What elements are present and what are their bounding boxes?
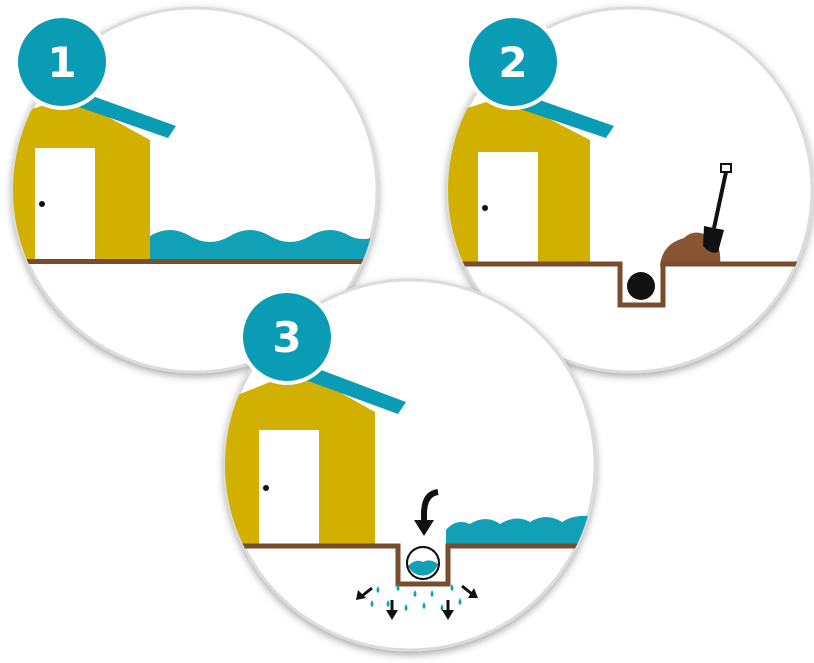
door-knob	[482, 205, 488, 211]
pipe-icon	[407, 547, 439, 579]
step-3-badge: 3	[241, 291, 333, 383]
door-knob	[263, 485, 269, 491]
step-2-badge: 2	[467, 16, 559, 108]
step-3-panel: 3	[225, 280, 600, 650]
step-1-badge: 1	[16, 16, 108, 108]
pipe-icon	[627, 272, 655, 300]
door-knob	[39, 201, 45, 207]
step-1-number: 1	[47, 38, 76, 87]
ground-line	[0, 259, 400, 264]
step-3-number: 3	[272, 313, 301, 362]
floodwater	[150, 230, 380, 262]
step-2-number: 2	[498, 38, 527, 87]
